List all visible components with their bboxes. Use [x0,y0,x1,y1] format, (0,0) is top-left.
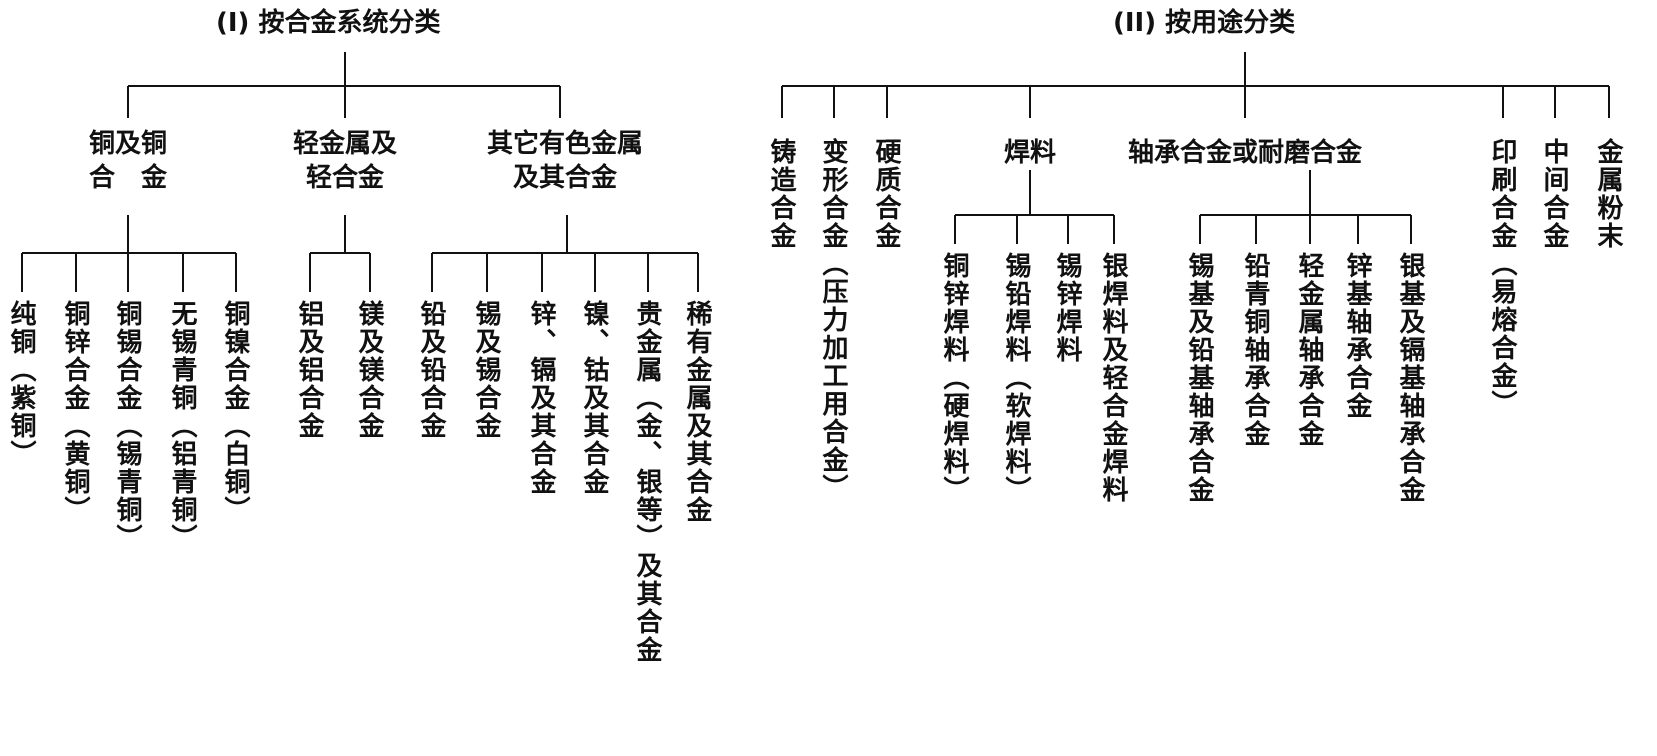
leaf-pure-copper: 纯铜（紫铜） [6,300,36,468]
part2-title: (II) 按用途分类 [1113,8,1296,38]
group-bearing-alloys: 轴承合金或耐磨合金 [1127,138,1362,168]
leaf-magnesium-alloys: 镁及镁合金 [354,300,384,440]
leaf-hard-alloys: 硬质合金 [871,138,901,250]
leaf-master-alloys: 中间合金 [1539,138,1569,250]
leaf-tin-alloys: 锡及锡合金 [471,300,501,440]
leaf-wrought-alloys: 变形合金（压力加工用合金） [818,138,848,502]
leaf-zinc-cadmium-alloys: 锌、镉及其合金 [526,300,556,496]
leaf-aluminum-bronze: 无锡青铜（铝青铜） [167,300,197,552]
leaf-light-metal-bearing: 轻金属轴承合金 [1294,252,1324,448]
leaf-tin-lead-solder: 锡铅焊料（软焊料） [1001,252,1031,504]
leaf-casting-alloys: 铸造合金 [766,138,796,250]
leaf-copper-zinc-solder: 铜锌焊料（硬焊料） [939,252,969,504]
group-solders: 焊料 [1003,138,1056,168]
leaf-precious-metals: 贵金属（金、银等）及其合金 [632,300,662,664]
leaf-rare-metals: 稀有金属及其合金 [682,300,712,524]
leaf-silver-solder: 银焊料及轻合金焊料 [1098,252,1128,504]
group-other-nonferrous: 其它有色金属 及其合金 [486,129,643,193]
leaf-lead-alloys: 铅及铅合金 [416,300,446,440]
group-light-metals: 轻金属及 轻合金 [292,129,397,193]
leaf-silver-cadmium-bearing: 银基及镉基轴承合金 [1395,252,1425,504]
leaf-aluminum-alloys: 铝及铝合金 [294,300,324,440]
leaf-brass: 铜锌合金（黄铜） [60,300,90,524]
part1-title: (I) 按合金系统分类 [216,8,441,38]
group-copper-alloys: 铜及铜 合 金 [88,129,167,193]
leaf-white-copper: 铜镍合金（白铜） [220,300,250,524]
leaf-zinc-bearing: 锌基轴承合金 [1342,252,1372,420]
leaf-tin-bronze: 铜锡合金（锡青铜） [112,300,142,552]
leaf-nickel-cobalt-alloys: 镍、钴及其合金 [579,300,609,496]
leaf-tin-zinc-solder: 锡锌焊料 [1052,252,1082,364]
leaf-tin-lead-bearing: 锡基及铅基轴承合金 [1184,252,1214,504]
leaf-lead-bronze-bearing: 铅青铜轴承合金 [1240,252,1270,448]
leaf-metal-powders: 金属粉末 [1593,138,1623,250]
leaf-printing-alloys: 印刷合金（易熔合金） [1487,138,1517,418]
